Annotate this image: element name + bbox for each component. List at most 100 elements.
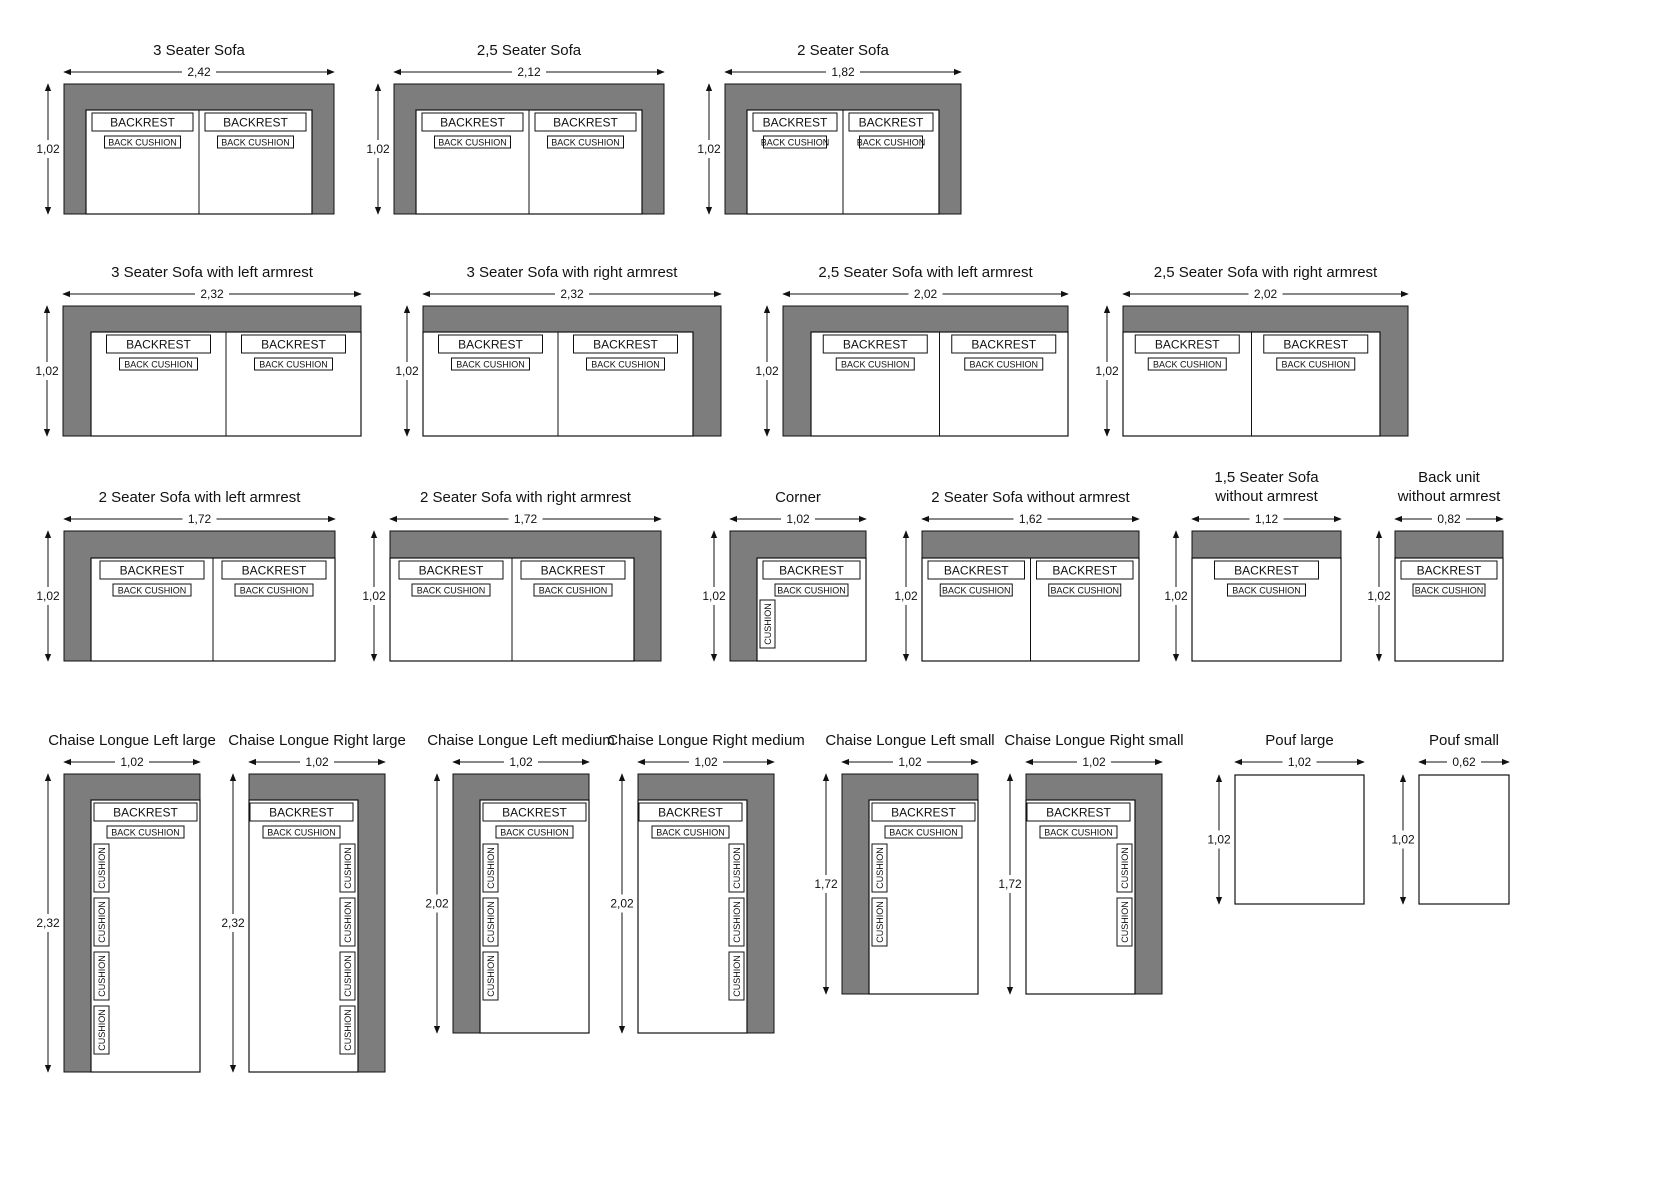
width-value: 1,02 [786,512,810,526]
width-dimension: 1,82 [724,64,962,80]
dimension-gap [504,754,538,770]
dimension-gap [508,511,543,527]
module-title: Chaise Longue Right medium [607,732,805,749]
cushion: CUSHION [728,843,745,893]
backrest: BACKREST BACK CUSHION [848,112,934,149]
backrest-box [241,334,346,354]
cushion: CUSHION [1116,843,1133,893]
depth-value: 2,02 [425,897,449,911]
backrest: BACKREST BACK CUSHION [520,560,626,597]
module-title-line: Chaise Longue Left large [48,732,216,749]
back-cushion-label: BACK CUSHION [969,360,1038,370]
backrest-label: BACKREST [891,806,956,820]
backrest-box [752,112,838,132]
module-8: 2 Seater Sofa with right armrest1,721,02… [357,489,662,662]
backrest-label: BACKREST [971,338,1036,352]
dimension-gap [689,754,723,770]
module-title-line: 2 Seater Sofa without armrest [931,489,1130,506]
module-title-line: Pouf large [1265,732,1333,749]
width-value: 2,02 [914,287,938,301]
backrest-box [762,560,861,580]
cushion-box [482,951,499,1001]
back-cushion-box [763,135,827,149]
back-cushion-box [884,825,963,839]
module-title-line: 3 Seater Sofa with right armrest [467,264,679,281]
backrest-box [822,334,928,354]
backrest-label: BACKREST [126,338,191,352]
cushion-box [339,1005,356,1055]
depth-dimension: 2,02 [605,773,639,1034]
module-title-line: without armrest [1397,488,1501,505]
back-cushion-box [835,357,915,371]
cushion-label: CUSHION [763,603,773,645]
back-cushion-label: BACK CUSHION [857,138,926,148]
width-value: 0,82 [1437,512,1461,526]
width-dimension: 0,62 [1418,754,1510,770]
backrest-label: BACKREST [419,564,484,578]
cushion-box [339,897,356,947]
back-cushion-label: BACK CUSHION [551,138,620,148]
width-dimension: 2,02 [1122,286,1409,302]
cushion-box [93,897,110,947]
module-title: 2,5 Seater Sofa with right armrest [1154,264,1378,281]
module-title-line: 2,5 Seater Sofa [477,42,582,59]
cushion-box [1116,843,1133,893]
module-17: Chaise Longue Left small1,021,72BACKREST… [809,732,995,995]
module-title: 2 Seater Sofa with right armrest [420,489,632,506]
module-title-line: Chaise Longue Left medium [427,732,615,749]
width-dimension: 1,02 [1234,754,1365,770]
module-6: 2,5 Seater Sofa with right armrest2,021,… [1090,264,1409,437]
depth-value: 1,02 [755,364,779,378]
back-cushion-box [451,357,530,371]
width-value: 2,32 [200,287,224,301]
width-value: 2,12 [517,65,541,79]
backrest-label: BACKREST [120,564,185,578]
backrest-label: BACKREST [502,806,567,820]
dimension-gap [216,914,250,932]
width-value: 1,02 [1288,755,1312,769]
width-value: 1,72 [514,512,538,526]
depth-dimension: 1,02 [1386,774,1420,905]
backrest-label: BACKREST [541,564,606,578]
cushion: CUSHION [339,1005,356,1055]
module-title-line: Chaise Longue Right small [1004,732,1183,749]
back-cushion-box [234,583,314,597]
backrest-label: BACKREST [1046,806,1111,820]
dimension-gap [1386,830,1420,849]
dimension-gap [605,894,639,913]
module-title-line: without armrest [1214,488,1318,505]
cushion-label: CUSHION [97,1009,107,1051]
module-title-line: 2 Seater Sofa with right armrest [420,489,632,506]
module-title-line: Chaise Longue Right large [228,732,406,749]
cushion: CUSHION [1116,897,1133,947]
dimension-gap [1249,511,1284,527]
width-value: 2,32 [560,287,584,301]
module-title: 2 Seater Sofa with left armrest [99,489,302,506]
back-cushion-label: BACK CUSHION [1153,360,1222,370]
back-cushion-box [651,825,730,839]
back-cushion-box [1276,357,1356,371]
module-7: 2 Seater Sofa with left armrest1,721,02B… [31,489,336,662]
depth-value: 1,02 [1391,833,1415,847]
backrest-box [204,112,307,132]
depth-dimension: 1,02 [31,530,65,662]
module-4: 3 Seater Sofa with right armrest2,321,02… [390,264,722,437]
cushion-label: CUSHION [732,955,742,997]
backrest-label: BACKREST [859,116,924,130]
cushion: CUSHION [482,843,499,893]
back-cushion-label: BACK CUSHION [539,586,608,596]
back-cushion-label: BACK CUSHION [656,828,725,838]
dimension-gap [781,511,815,527]
dimension-gap [1202,830,1236,849]
module-16: Chaise Longue Right medium1,022,02BACKRE… [605,732,805,1034]
depth-dimension: 1,72 [809,773,843,995]
